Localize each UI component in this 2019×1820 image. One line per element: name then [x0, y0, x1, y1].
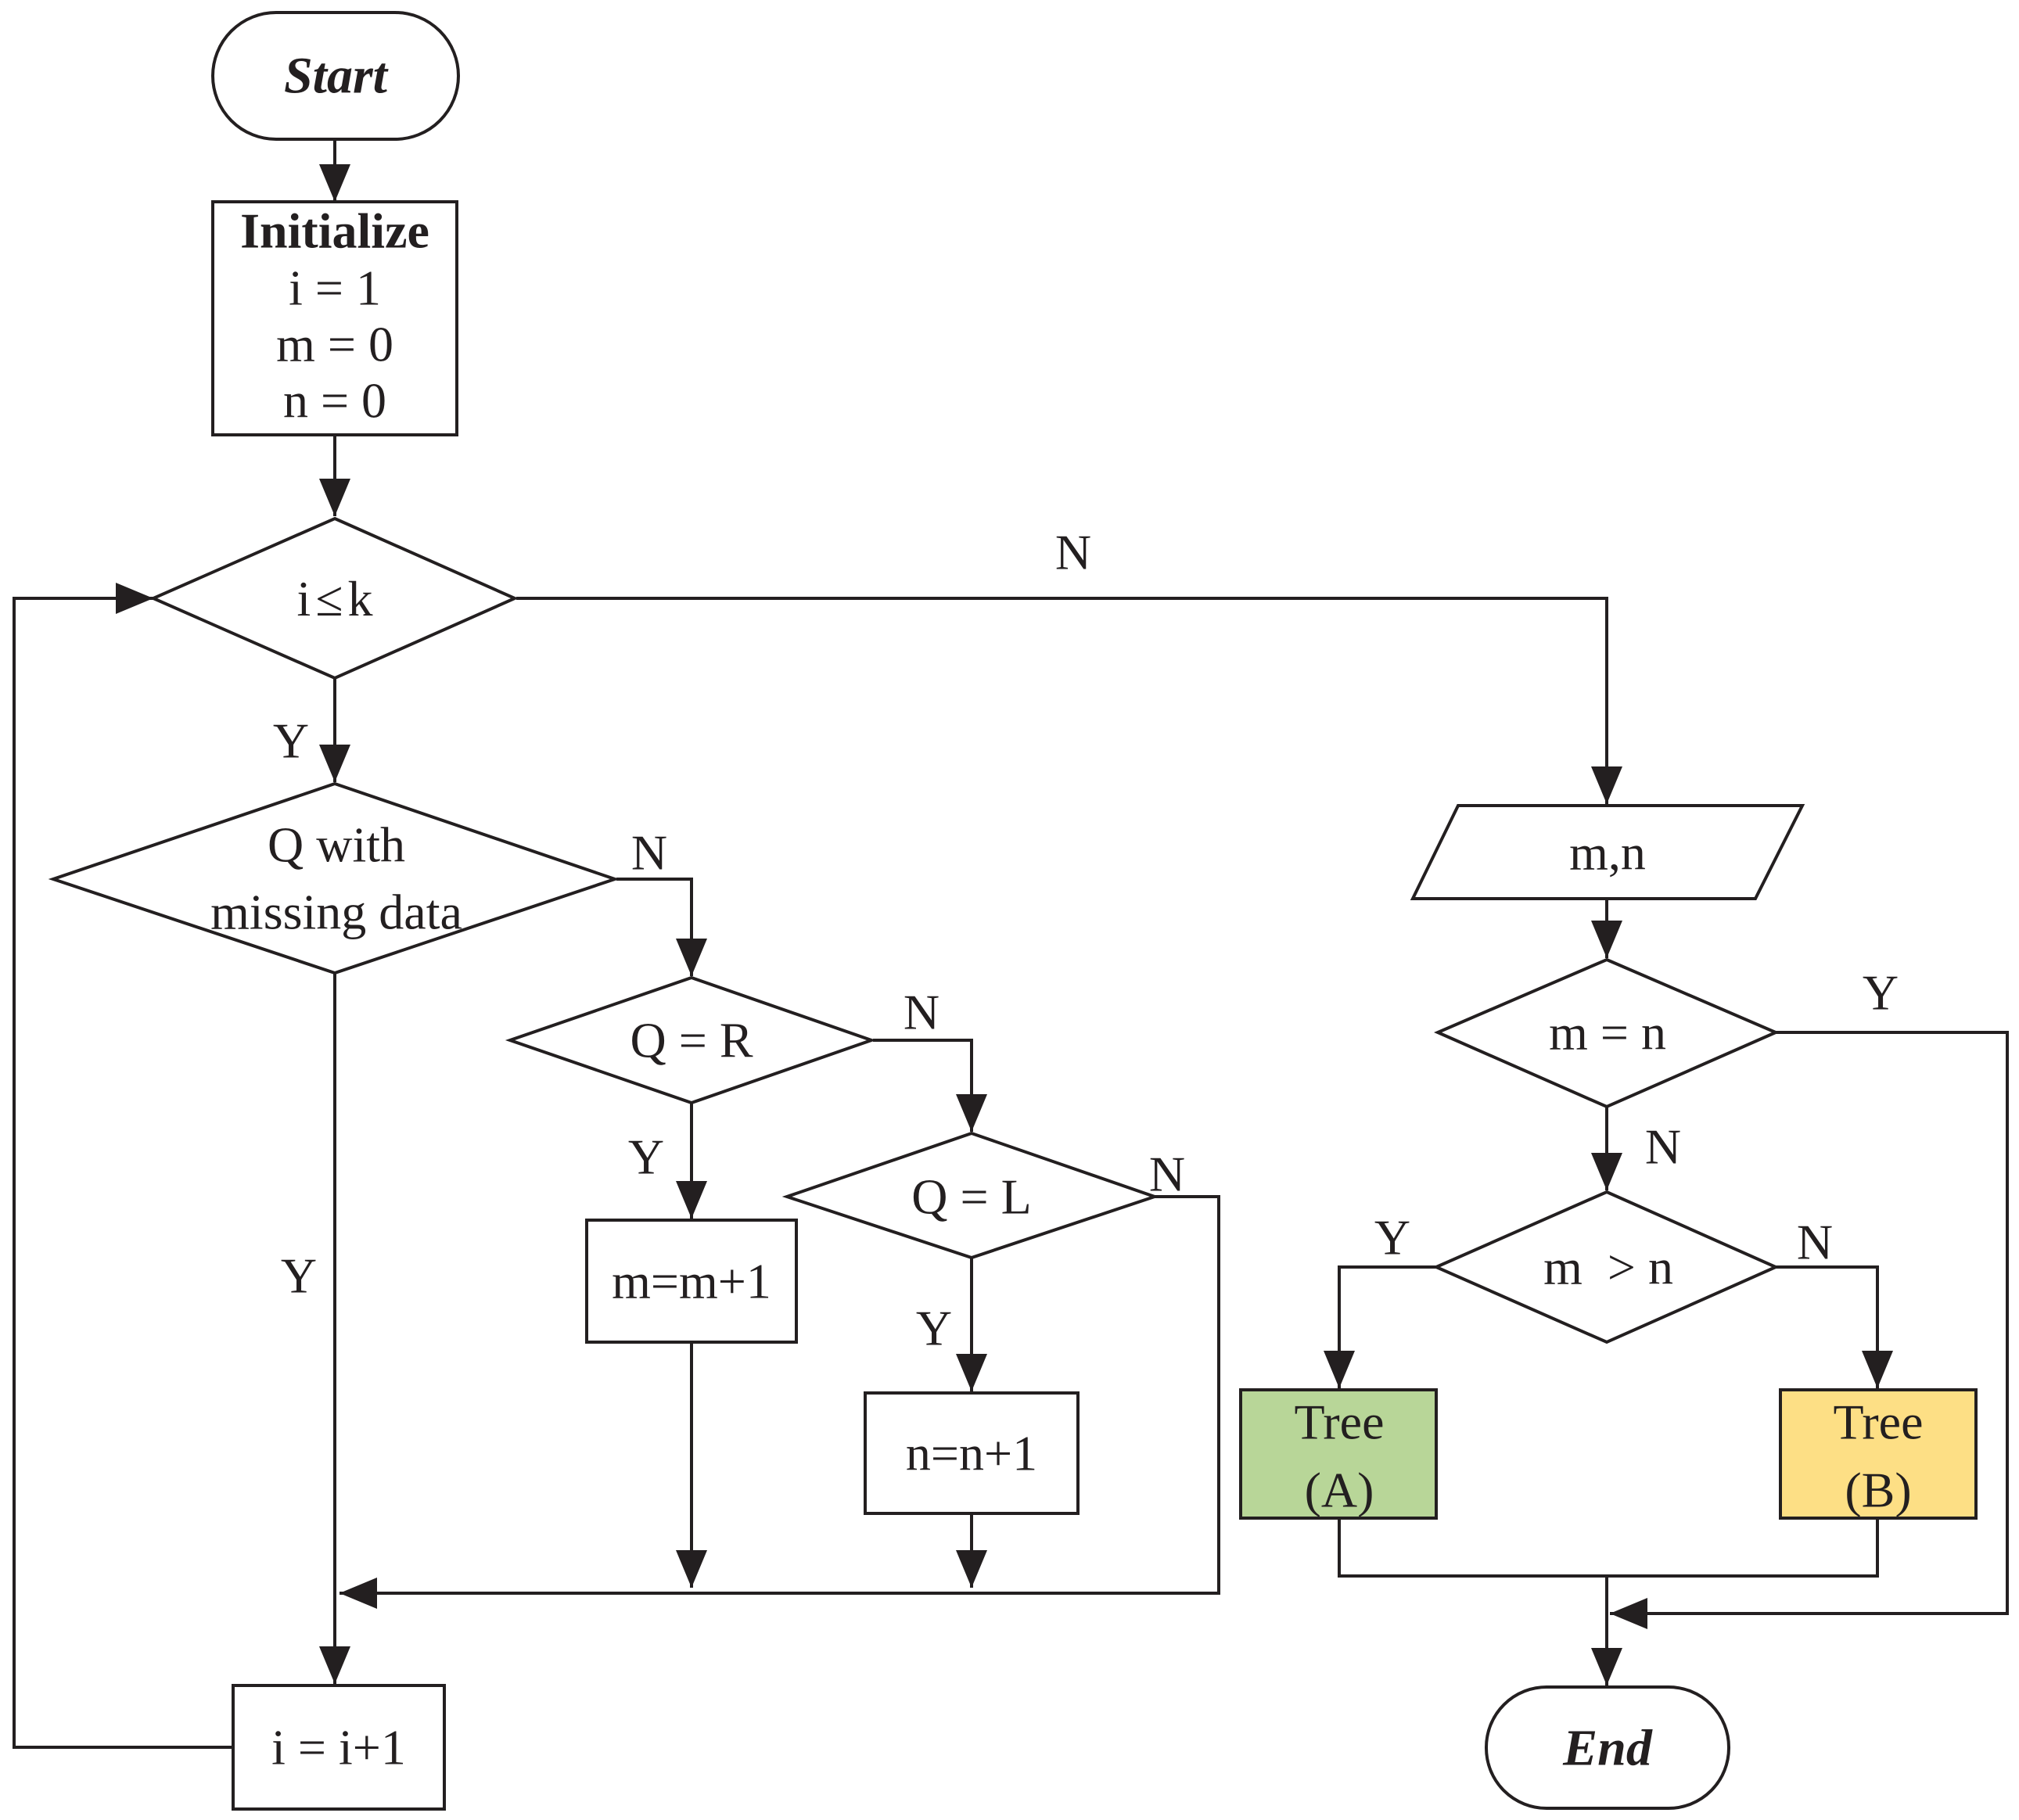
- node-n-increment: n=n+1: [864, 1391, 1080, 1515]
- arrowhead-end: [1591, 1648, 1622, 1685]
- n-increment-text: n=n+1: [906, 1426, 1037, 1481]
- arrowhead-i-inc: [319, 1646, 350, 1684]
- edge-cond-ik-no: [516, 597, 1608, 804]
- label-ik-yes: Y: [273, 713, 309, 769]
- label-qr-no: N: [904, 985, 939, 1040]
- edge-mgt-no: [1776, 1265, 1879, 1388]
- node-m-gt-n: m > n: [1432, 1190, 1780, 1344]
- arrowhead-m-inc-out: [676, 1550, 707, 1588]
- node-tree-a: Tree (A): [1239, 1388, 1438, 1520]
- edge-mgt-yes: [1338, 1265, 1436, 1388]
- arrowhead-meq: [1591, 921, 1622, 958]
- label-ql-yes: Y: [916, 1301, 952, 1356]
- label-ql-no: N: [1149, 1147, 1185, 1202]
- label-meq-no: N: [1645, 1119, 1681, 1175]
- output-mn-text: m,n: [1569, 825, 1646, 881]
- arrowhead-qr: [676, 939, 707, 976]
- tree-b-line-2: (B): [1845, 1463, 1911, 1518]
- cond-ik-left: i: [297, 571, 311, 626]
- arrowhead-meq-yes: [1610, 1598, 1647, 1629]
- cond-ik-text: i≤k: [297, 571, 373, 626]
- arrowhead-ql: [956, 1094, 987, 1132]
- edge-ql-no: [339, 1195, 1220, 1595]
- node-missing-data: Q with missing data: [48, 781, 620, 975]
- label-qr-yes: Y: [628, 1129, 664, 1185]
- end-label: End: [1562, 1720, 1653, 1777]
- edge-meq-yes: [1610, 1031, 2009, 1615]
- m-eq-n-text: m = n: [1549, 1005, 1666, 1061]
- cond-ik-operator: ≤: [315, 571, 343, 626]
- edge-missing-no: [616, 878, 693, 976]
- arrowheads: [116, 164, 1893, 1685]
- arrowhead-tree-b: [1862, 1351, 1893, 1388]
- node-cond-i-le-k: i≤k: [149, 516, 519, 680]
- label-meq-yes: Y: [1863, 965, 1899, 1021]
- node-i-increment: i = i+1: [232, 1684, 446, 1811]
- tree-a-line-2: (A): [1305, 1463, 1374, 1518]
- tree-b-line-1: Tree: [1834, 1395, 1924, 1450]
- node-q-eq-r: Q = R: [505, 975, 877, 1105]
- arrowhead-tree-a: [1324, 1351, 1355, 1388]
- node-q-eq-l: Q = L: [781, 1131, 1160, 1260]
- initialize-m: m = 0: [276, 317, 393, 372]
- cond-ik-right: k: [347, 571, 372, 626]
- i-increment-text: i = i+1: [271, 1720, 406, 1775]
- start-label: Start: [284, 48, 389, 105]
- node-tree-b: Tree (B): [1779, 1388, 1978, 1520]
- node-start: Start: [211, 11, 460, 141]
- label-ik-no: N: [1055, 525, 1091, 580]
- missing-line-1: Q with: [268, 817, 405, 873]
- arrowhead-n-inc-out: [956, 1550, 987, 1588]
- ql-text: Q = L: [911, 1169, 1031, 1225]
- arrowhead-loop-back: [116, 583, 153, 614]
- arrowhead-merge-left: [339, 1578, 377, 1609]
- arrowhead-mgt: [1591, 1153, 1622, 1190]
- edge-labels: N Y N Y N Y N Y Y N Y N: [273, 525, 1899, 1356]
- initialize-n: n = 0: [283, 373, 386, 429]
- m-increment-text: m=m+1: [612, 1254, 771, 1309]
- arrowhead-m-inc: [676, 1181, 707, 1219]
- arrowhead-n-inc: [956, 1354, 987, 1391]
- arrowhead-missing: [319, 745, 350, 782]
- label-mgt-no: N: [1797, 1215, 1833, 1270]
- edge-loop-back: [13, 597, 233, 1749]
- label-mgt-yes: Y: [1374, 1210, 1410, 1265]
- node-end: End: [1485, 1685, 1730, 1810]
- initialize-title: Initialize: [240, 203, 429, 259]
- edge-tree-b-out: [1607, 1518, 1879, 1578]
- label-missing-yes: Y: [281, 1248, 317, 1304]
- node-output-mn: m,n: [1410, 804, 1805, 900]
- node-m-increment: m=m+1: [585, 1219, 798, 1344]
- arrowhead-cond-ik: [319, 479, 350, 516]
- missing-line-2: missing data: [210, 885, 462, 940]
- node-initialize: Initialize i = 1 m = 0 n = 0: [211, 200, 458, 436]
- edge-qr-no: [873, 1039, 973, 1132]
- tree-a-line-1: Tree: [1295, 1395, 1385, 1450]
- arrowhead-init: [319, 164, 350, 202]
- arrowhead-output: [1591, 766, 1622, 804]
- qr-text: Q = R: [630, 1013, 753, 1068]
- m-gt-n-text: m > n: [1543, 1240, 1673, 1295]
- edge-tree-a-out: [1338, 1518, 1607, 1578]
- initialize-i: i = 1: [289, 260, 381, 316]
- label-missing-no: N: [631, 825, 667, 881]
- connectors: [13, 139, 2009, 1749]
- node-m-eq-n: m = n: [1433, 957, 1780, 1109]
